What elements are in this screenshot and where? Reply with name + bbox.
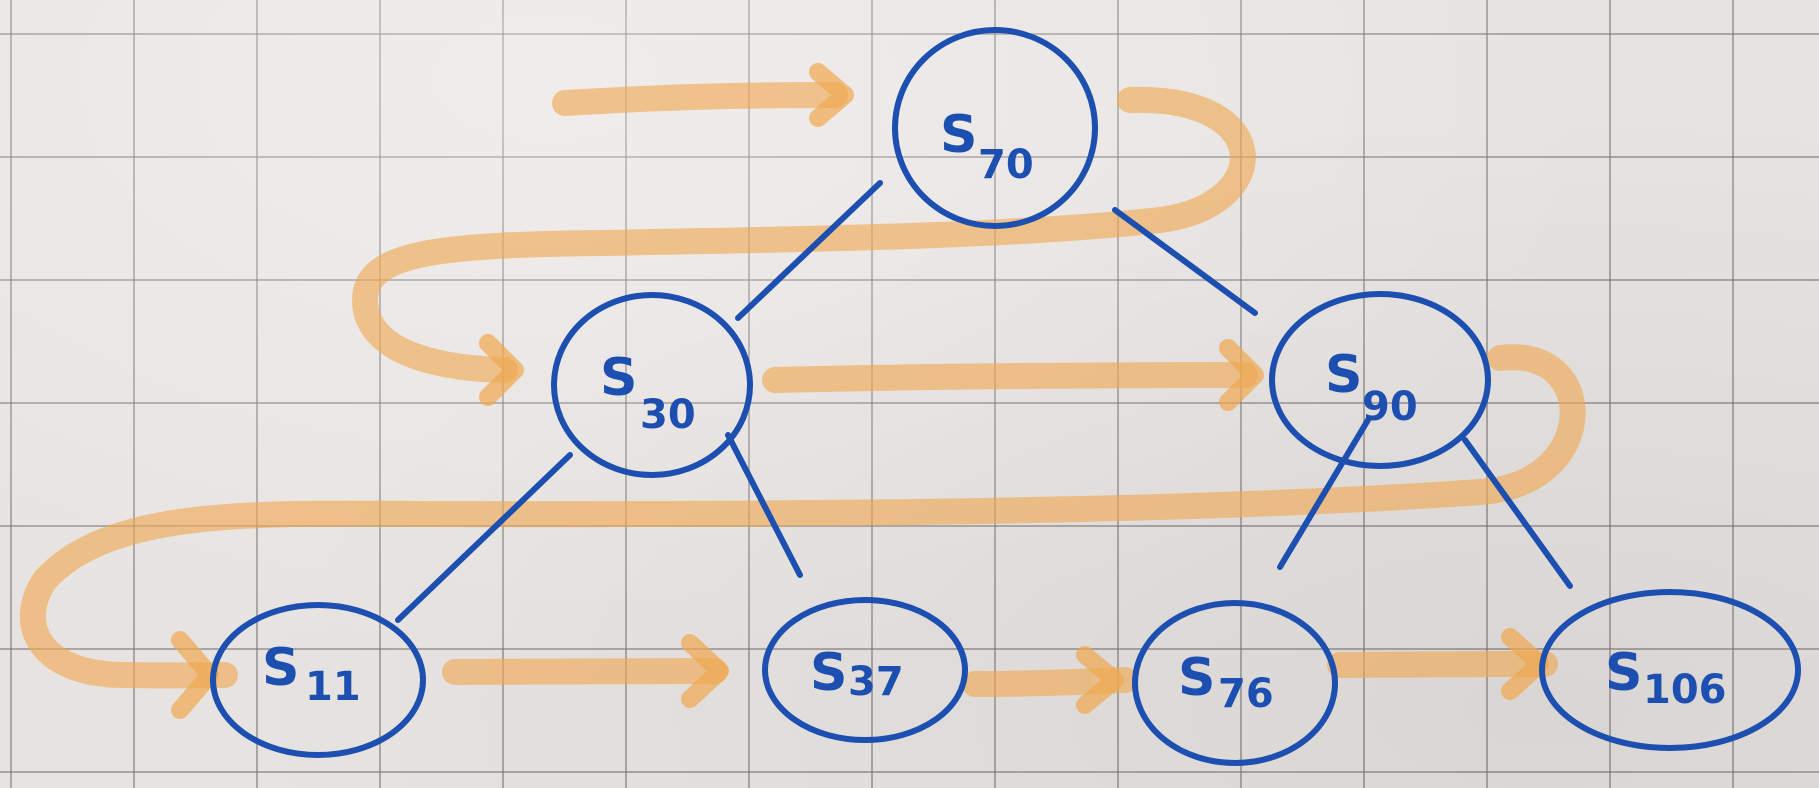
node-circle: [1539, 589, 1801, 751]
node-s76: S 76: [1132, 600, 1338, 766]
node-letter: S: [1325, 345, 1362, 405]
traversal-segment-root-to-left: [352, 86, 1256, 383]
node-s30: S 30: [551, 292, 753, 478]
node-subscript: 70: [978, 142, 1034, 188]
edge-s90-s76: [1277, 417, 1371, 570]
node-letter: S: [1178, 648, 1215, 708]
node-subscript: 37: [848, 659, 904, 705]
node-subscript: 76: [1218, 671, 1274, 717]
node-s37: S 37: [762, 597, 968, 743]
arrowhead-to-s11: [171, 631, 219, 719]
edge-s30-s37: [725, 432, 803, 578]
node-subscript: 106: [1643, 667, 1727, 713]
edge-s30-s11: [395, 452, 573, 623]
traversal-segment-right-to-level3: [19, 344, 1586, 689]
node-circle: [210, 602, 426, 758]
arrowhead-to-root: [809, 63, 854, 127]
edge-s70-s90: [1112, 207, 1258, 316]
node-s70: S 70: [892, 27, 1098, 229]
arrowhead-to-s90: [1219, 339, 1264, 411]
node-letter: S: [940, 105, 977, 165]
traversal-segment-76-to-106: [1327, 651, 1558, 678]
node-subscript: 11: [305, 664, 361, 710]
edge-s90-s106: [1462, 437, 1573, 589]
edge-s70-s30: [735, 180, 883, 321]
node-subscript: 30: [640, 392, 696, 438]
node-circle: [1269, 291, 1491, 469]
arrowhead-to-s37: [681, 634, 729, 708]
node-circle: [762, 597, 968, 743]
arrowhead-to-s30: [479, 334, 524, 406]
node-letter: S: [262, 638, 299, 698]
node-s11: S 11: [210, 602, 426, 758]
node-letter: S: [810, 643, 847, 703]
traversal-segment-left-to-right: [762, 362, 1258, 393]
node-subscript: 90: [1362, 384, 1418, 430]
tree-edges: [395, 180, 1573, 623]
node-s90: S 90: [1269, 291, 1491, 469]
node-circle: [1132, 600, 1338, 766]
traversal-segment-start: [552, 82, 848, 116]
arrowhead-to-s76: [1076, 646, 1124, 714]
node-circle: [551, 292, 753, 478]
node-circle: [892, 27, 1098, 229]
node-letter: S: [1605, 643, 1642, 703]
node-s106: S 106: [1539, 589, 1801, 751]
node-letter: S: [600, 348, 637, 408]
traversal-segment-11-to-37: [442, 658, 728, 685]
